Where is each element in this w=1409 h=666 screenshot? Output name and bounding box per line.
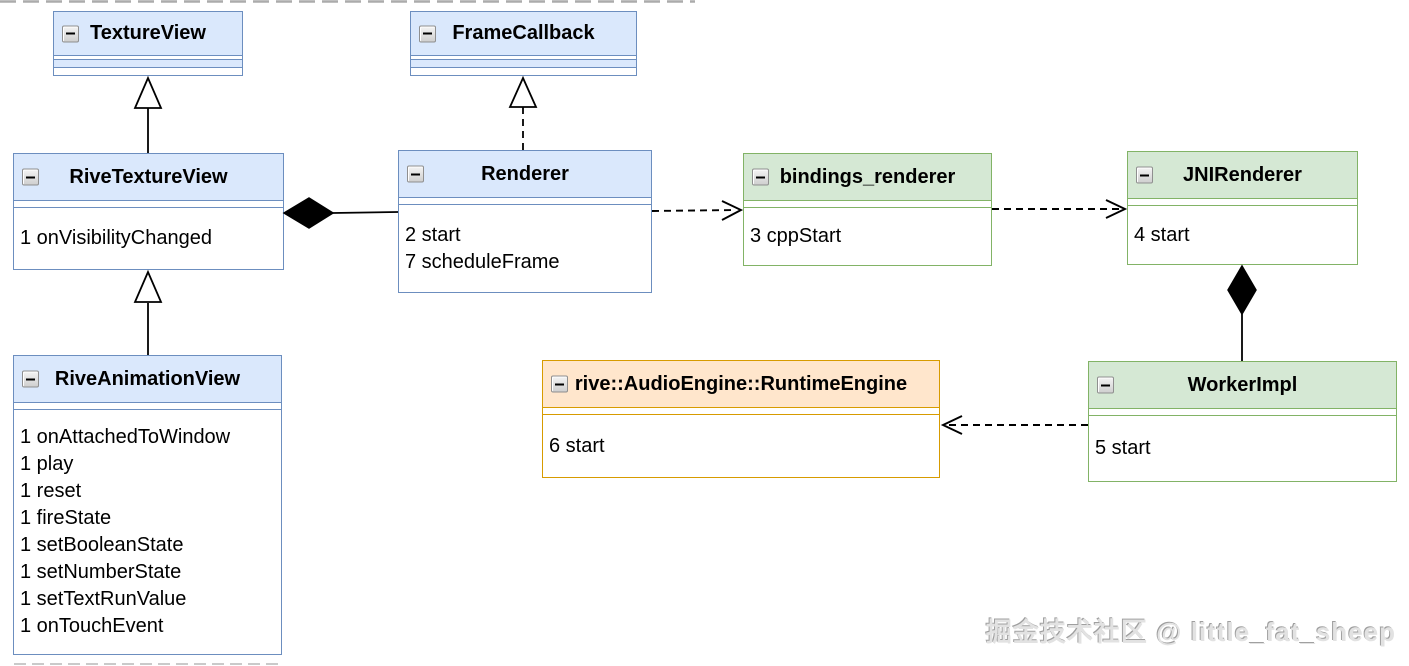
collapse-icon[interactable] xyxy=(62,25,79,42)
attributes-compartment xyxy=(543,408,939,415)
minus-icon xyxy=(26,176,35,178)
attributes-compartment xyxy=(399,198,651,205)
methods-compartment: 1 onAttachedToWindow 1 play 1 reset 1 fi… xyxy=(14,410,281,654)
watermark: 掘金技术社区 @ little_fat_sheep xyxy=(985,617,1396,647)
methods-compartment xyxy=(54,60,242,68)
method-entry: 2 start xyxy=(405,223,461,246)
class-title: Renderer xyxy=(481,162,569,185)
class-bindings-renderer[interactable]: bindings_renderer 3 cppStart xyxy=(743,153,992,266)
edge-realization-renderer-to-frame-callback xyxy=(508,75,538,150)
methods-compartment: 6 start xyxy=(543,415,939,477)
collapse-icon[interactable] xyxy=(22,168,39,186)
method-entry: 5 start xyxy=(1095,437,1151,459)
methods-compartment: 4 start xyxy=(1128,206,1357,264)
collapse-icon[interactable] xyxy=(1097,376,1114,394)
class-bindings-renderer-header: bindings_renderer xyxy=(744,154,991,201)
methods-compartment: 2 start 7 scheduleFrame xyxy=(399,205,651,292)
attributes-compartment xyxy=(1128,199,1357,206)
method-entry: 1 play xyxy=(20,453,74,475)
class-title: bindings_renderer xyxy=(779,165,956,188)
attributes-compartment xyxy=(1089,409,1396,416)
class-worker-impl-header: WorkerImpl xyxy=(1089,362,1396,409)
class-renderer[interactable]: Renderer 2 start 7 scheduleFrame xyxy=(398,150,652,293)
collapse-icon[interactable] xyxy=(1136,166,1153,184)
class-audio-engine-header: rive::AudioEngine::RuntimeEngine xyxy=(543,361,939,408)
methods-compartment: 3 cppStart xyxy=(744,208,991,265)
method-entry: 1 setTextRunValue xyxy=(20,588,187,610)
class-title: JNIRenderer xyxy=(1183,163,1302,186)
class-jni-renderer[interactable]: JNIRenderer 4 start xyxy=(1127,151,1358,265)
minus-icon xyxy=(66,32,75,35)
attributes-compartment xyxy=(14,201,283,208)
method-entry: 1 reset xyxy=(20,480,82,502)
collapse-icon[interactable] xyxy=(551,375,568,393)
empty-compartment xyxy=(411,68,636,75)
method-entry: 6 start xyxy=(549,434,605,457)
class-rive-animation-view-header: RiveAnimationView xyxy=(14,356,281,403)
class-rive-animation-view[interactable]: RiveAnimationView 1 onAttachedToWindow 1… xyxy=(13,355,282,655)
attributes-compartment xyxy=(744,201,991,208)
method-entry: 1 onAttachedToWindow xyxy=(20,426,231,448)
class-worker-impl[interactable]: WorkerImpl 5 start xyxy=(1088,361,1397,482)
minus-icon xyxy=(555,383,564,385)
class-frame-callback[interactable]: FrameCallback xyxy=(410,11,637,76)
edge-dependency-renderer-to-bindings-renderer xyxy=(651,200,744,221)
method-entry: 4 start xyxy=(1134,223,1190,246)
attributes-compartment xyxy=(14,403,281,410)
minus-icon xyxy=(756,176,765,178)
class-audio-engine-runtime-engine[interactable]: rive::AudioEngine::RuntimeEngine 6 start xyxy=(542,360,940,478)
class-renderer-header: Renderer xyxy=(399,151,651,198)
method-entry: 1 setBooleanState xyxy=(20,534,184,556)
minus-icon xyxy=(423,32,432,35)
method-entry: 3 cppStart xyxy=(750,225,842,247)
class-texture-view[interactable]: TextureView xyxy=(53,11,243,76)
class-rive-texture-view[interactable]: RiveTextureView 1 onVisibilityChanged xyxy=(13,153,284,270)
methods-compartment: 1 onVisibilityChanged xyxy=(14,208,283,269)
method-entry: 7 scheduleFrame xyxy=(405,250,560,273)
edge-composition-jni-renderer-worker-impl xyxy=(1227,264,1257,361)
edge-dependency-bindings-renderer-to-jni-renderer xyxy=(992,199,1128,219)
method-entry: 1 fireState xyxy=(20,507,112,529)
edge-inheritance-rive-texture-view-to-texture-view xyxy=(133,75,163,153)
class-title: FrameCallback xyxy=(452,22,595,44)
method-entry: 1 onVisibilityChanged xyxy=(20,227,212,249)
edge-dependency-worker-impl-to-audio-engine xyxy=(940,415,1088,435)
class-jni-renderer-header: JNIRenderer xyxy=(1128,152,1357,199)
methods-compartment: 5 start xyxy=(1089,416,1396,481)
edge-composition-rive-texture-view-renderer xyxy=(282,197,399,229)
methods-compartment xyxy=(411,60,636,68)
class-texture-view-header: TextureView xyxy=(54,12,242,56)
minus-icon xyxy=(1101,384,1110,386)
attributes-compartment xyxy=(411,56,636,60)
attributes-compartment xyxy=(54,56,242,60)
method-entry: 1 onTouchEvent xyxy=(20,615,164,637)
class-title: rive::AudioEngine::RuntimeEngine xyxy=(574,372,908,395)
class-title: TextureView xyxy=(90,22,206,44)
minus-icon xyxy=(411,173,420,175)
class-title: RiveTextureView xyxy=(69,165,228,188)
collapse-icon[interactable] xyxy=(407,165,424,183)
minus-icon xyxy=(26,378,35,380)
class-title: WorkerImpl xyxy=(1187,373,1298,396)
minus-icon xyxy=(1140,174,1149,176)
collapse-icon[interactable] xyxy=(752,168,769,186)
class-frame-callback-header: FrameCallback xyxy=(411,12,636,56)
empty-compartment xyxy=(54,68,242,75)
edge-inheritance-rive-animation-view-to-rive-texture-view xyxy=(133,269,163,355)
collapse-icon[interactable] xyxy=(419,25,436,42)
class-rive-texture-view-header: RiveTextureView xyxy=(14,154,283,201)
collapse-icon[interactable] xyxy=(22,370,39,388)
method-entry: 1 setNumberState xyxy=(20,561,182,583)
class-title: RiveAnimationView xyxy=(54,367,241,390)
